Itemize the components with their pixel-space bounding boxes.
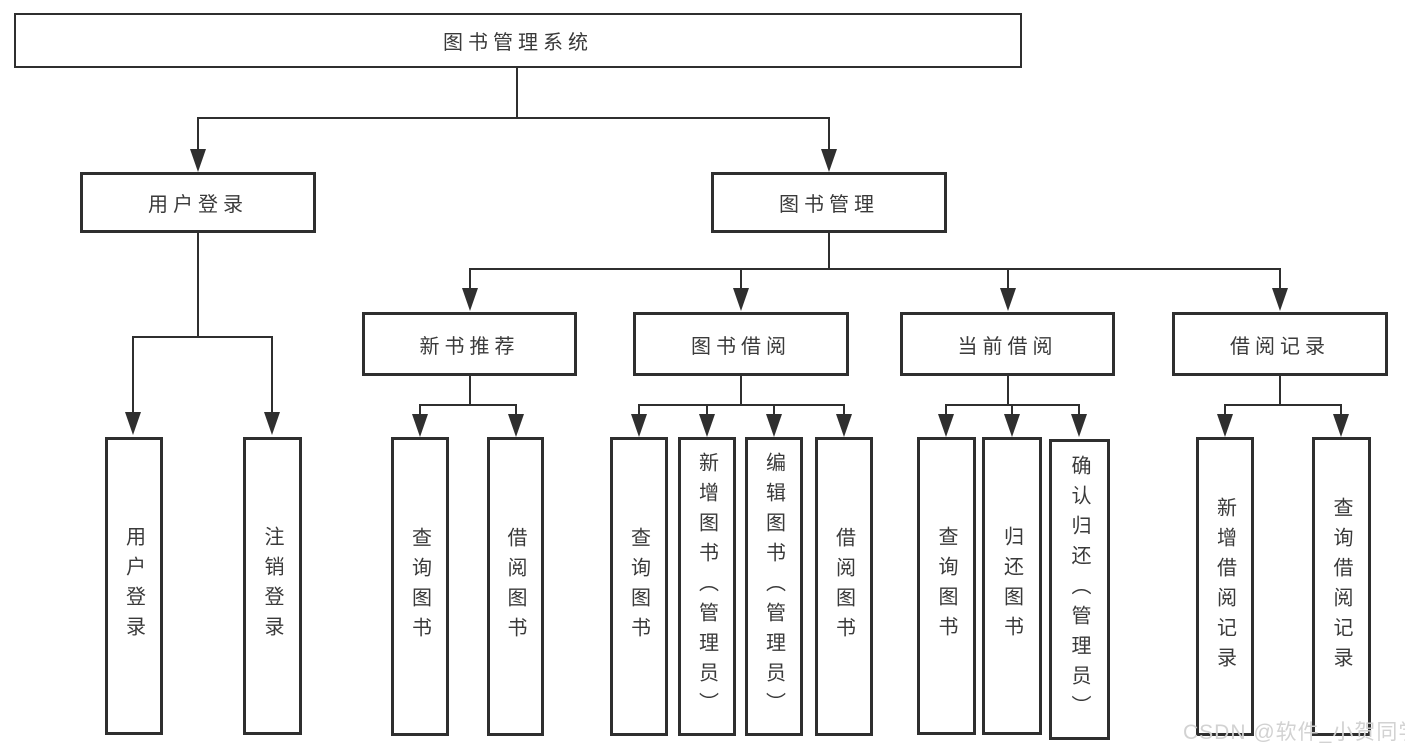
connector-arrow-shaft bbox=[638, 404, 640, 415]
connector-user-login-trunk bbox=[197, 233, 199, 338]
connector-arrow-shaft bbox=[1224, 404, 1226, 415]
connector-arrow-shaft bbox=[773, 404, 775, 415]
node-root: 图书管理系统 bbox=[14, 13, 1022, 68]
connector-arrow-shaft bbox=[828, 117, 830, 150]
node-book-management: 图书管理 bbox=[711, 172, 947, 233]
connector-arrow-shaft bbox=[419, 404, 421, 415]
connector-level2-bar bbox=[197, 117, 830, 119]
connector-user-login-bar bbox=[132, 336, 273, 338]
arrow-down-icon bbox=[1004, 414, 1020, 437]
connector-book-mgmt-trunk bbox=[828, 233, 830, 270]
arrow-down-icon bbox=[631, 414, 647, 437]
node-current-borrow: 当前借阅 bbox=[900, 312, 1115, 376]
leaf-current-query-books: 查询图书 bbox=[917, 437, 976, 735]
connector-arrow-shaft bbox=[1279, 268, 1281, 289]
arrow-down-icon bbox=[1333, 414, 1349, 437]
leaf-borrow-add-books-admin: 新增图书（管理员） bbox=[678, 437, 736, 736]
connector-root-trunk bbox=[516, 68, 518, 119]
leaf-current-confirm-return-admin: 确认归还（管理员） bbox=[1049, 439, 1110, 740]
connector-arrow-shaft bbox=[515, 404, 517, 415]
arrow-down-icon bbox=[462, 288, 478, 311]
connector-arrow-shaft bbox=[469, 268, 471, 289]
leaf-records-add-record: 新增借阅记录 bbox=[1196, 437, 1254, 736]
connector-arrow-shaft bbox=[706, 404, 708, 415]
node-new-book-recommend: 新书推荐 bbox=[362, 312, 577, 376]
leaf-user-login: 用户登录 bbox=[105, 437, 163, 735]
connector-bar bbox=[638, 404, 845, 406]
leaf-records-query-record: 查询借阅记录 bbox=[1312, 437, 1371, 736]
arrow-down-icon bbox=[1071, 414, 1087, 437]
connector-trunk bbox=[469, 376, 471, 406]
connector-arrow-shaft bbox=[1078, 404, 1080, 415]
leaf-logout: 注销登录 bbox=[243, 437, 302, 735]
connector-arrow-shaft bbox=[1011, 404, 1013, 415]
leaf-borrow-borrow-books: 借阅图书 bbox=[815, 437, 873, 736]
connector-trunk bbox=[740, 376, 742, 406]
arrow-down-icon bbox=[733, 288, 749, 311]
connector-arrow-shaft bbox=[271, 336, 273, 413]
connector-arrow-shaft bbox=[740, 268, 742, 289]
connector-arrow-shaft bbox=[1340, 404, 1342, 415]
leaf-borrow-edit-books-admin: 编辑图书（管理员） bbox=[745, 437, 803, 736]
connector-level3-bar bbox=[469, 268, 1281, 270]
node-borrow-records: 借阅记录 bbox=[1172, 312, 1388, 376]
arrow-down-icon bbox=[821, 149, 837, 172]
arrow-down-icon bbox=[1217, 414, 1233, 437]
leaf-borrow-query-books: 查询图书 bbox=[610, 437, 668, 736]
connector-arrow-shaft bbox=[1007, 268, 1009, 289]
node-user-login: 用户登录 bbox=[80, 172, 316, 233]
arrow-down-icon bbox=[836, 414, 852, 437]
arrow-down-icon bbox=[1000, 288, 1016, 311]
arrow-down-icon bbox=[1272, 288, 1288, 311]
connector-arrow-shaft bbox=[197, 117, 199, 150]
arrow-down-icon bbox=[508, 414, 524, 437]
arrow-down-icon bbox=[938, 414, 954, 437]
leaf-recommend-borrow-books: 借阅图书 bbox=[487, 437, 544, 736]
leaf-current-return-books: 归还图书 bbox=[982, 437, 1042, 735]
node-book-borrow: 图书借阅 bbox=[633, 312, 849, 376]
connector-arrow-shaft bbox=[945, 404, 947, 415]
connector-trunk bbox=[1279, 376, 1281, 406]
connector-bar bbox=[419, 404, 517, 406]
connector-bar bbox=[1224, 404, 1342, 406]
connector-arrow-shaft bbox=[132, 336, 134, 413]
arrow-down-icon bbox=[766, 414, 782, 437]
connector-arrow-shaft bbox=[843, 404, 845, 415]
csdn-watermark: CSDN @软件_小贺同学 bbox=[1183, 721, 1405, 744]
arrow-down-icon bbox=[190, 149, 206, 172]
leaf-recommend-query-books: 查询图书 bbox=[391, 437, 449, 736]
arrow-down-icon bbox=[412, 414, 428, 437]
arrow-down-icon bbox=[125, 412, 141, 435]
arrow-down-icon bbox=[699, 414, 715, 437]
connector-trunk bbox=[1007, 376, 1009, 406]
arrow-down-icon bbox=[264, 412, 280, 435]
